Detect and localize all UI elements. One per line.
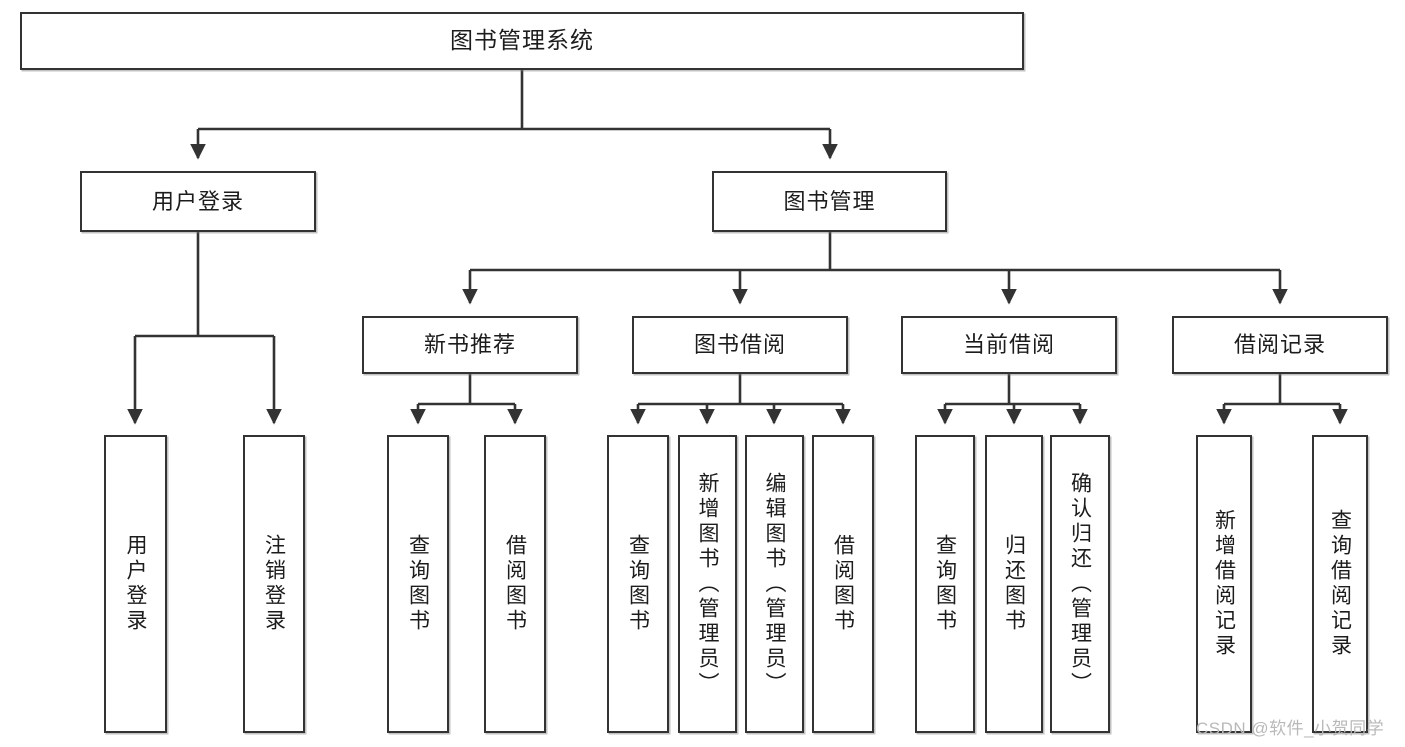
node-root[interactable]: 图书管理系统: [20, 12, 1024, 70]
node-leaf-query-book-borrow-label: 查询图书: [626, 534, 650, 634]
node-leaf-return-book-label: 归还图书: [1002, 534, 1026, 634]
node-book-borrow-label: 图书借阅: [693, 332, 786, 358]
node-leaf-query-borrow-record-label: 查询借阅记录: [1328, 509, 1352, 659]
node-borrow-record[interactable]: 借阅记录: [1172, 316, 1388, 374]
node-leaf-add-book-admin-label: 新增图书（管理员）: [696, 471, 719, 697]
node-current-borrow-label: 当前借阅: [962, 332, 1055, 358]
node-book-manage[interactable]: 图书管理: [712, 171, 947, 232]
node-leaf-borrow-book-rec[interactable]: 借阅图书: [484, 435, 546, 733]
node-current-borrow[interactable]: 当前借阅: [901, 316, 1117, 374]
node-leaf-return-book[interactable]: 归还图书: [985, 435, 1043, 733]
node-leaf-user-login-label: 用户登录: [124, 534, 147, 634]
node-leaf-borrow-book[interactable]: 借阅图书: [812, 435, 874, 733]
node-user-login-label: 用户登录: [151, 188, 244, 214]
node-book-manage-label: 图书管理: [783, 188, 876, 214]
node-leaf-query-book-rec[interactable]: 查询图书: [387, 435, 449, 733]
node-book-borrow[interactable]: 图书借阅: [632, 316, 848, 374]
node-leaf-user-logout-label: 注销登录: [262, 534, 286, 634]
node-leaf-user-login[interactable]: 用户登录: [104, 435, 167, 733]
node-leaf-query-book-current[interactable]: 查询图书: [915, 435, 975, 733]
node-leaf-query-book-current-label: 查询图书: [933, 534, 957, 634]
node-leaf-confirm-return-admin-label: 确认归还（管理员）: [1068, 471, 1092, 697]
node-leaf-query-borrow-record[interactable]: 查询借阅记录: [1312, 435, 1368, 733]
watermark-text: CSDN @软件_小贺同学: [1196, 719, 1385, 738]
node-leaf-add-borrow-record[interactable]: 新增借阅记录: [1196, 435, 1252, 733]
node-leaf-user-logout[interactable]: 注销登录: [243, 435, 305, 733]
node-new-book-recommend[interactable]: 新书推荐: [362, 316, 578, 374]
node-leaf-edit-book-admin[interactable]: 编辑图书（管理员）: [745, 435, 804, 733]
node-leaf-edit-book-admin-label: 编辑图书（管理员）: [763, 471, 786, 697]
node-borrow-record-label: 借阅记录: [1233, 332, 1326, 358]
node-leaf-add-borrow-record-label: 新增借阅记录: [1212, 509, 1236, 659]
node-leaf-borrow-book-rec-label: 借阅图书: [503, 534, 527, 634]
node-new-book-recommend-label: 新书推荐: [423, 332, 516, 358]
node-leaf-query-book-rec-label: 查询图书: [406, 534, 430, 634]
node-leaf-confirm-return-admin[interactable]: 确认归还（管理员）: [1050, 435, 1110, 733]
node-leaf-add-book-admin[interactable]: 新增图书（管理员）: [678, 435, 737, 733]
node-root-label: 图书管理系统: [450, 27, 594, 54]
node-leaf-borrow-book-label: 借阅图书: [831, 534, 855, 634]
node-user-login[interactable]: 用户登录: [80, 171, 316, 232]
node-leaf-query-book-borrow[interactable]: 查询图书: [607, 435, 669, 733]
